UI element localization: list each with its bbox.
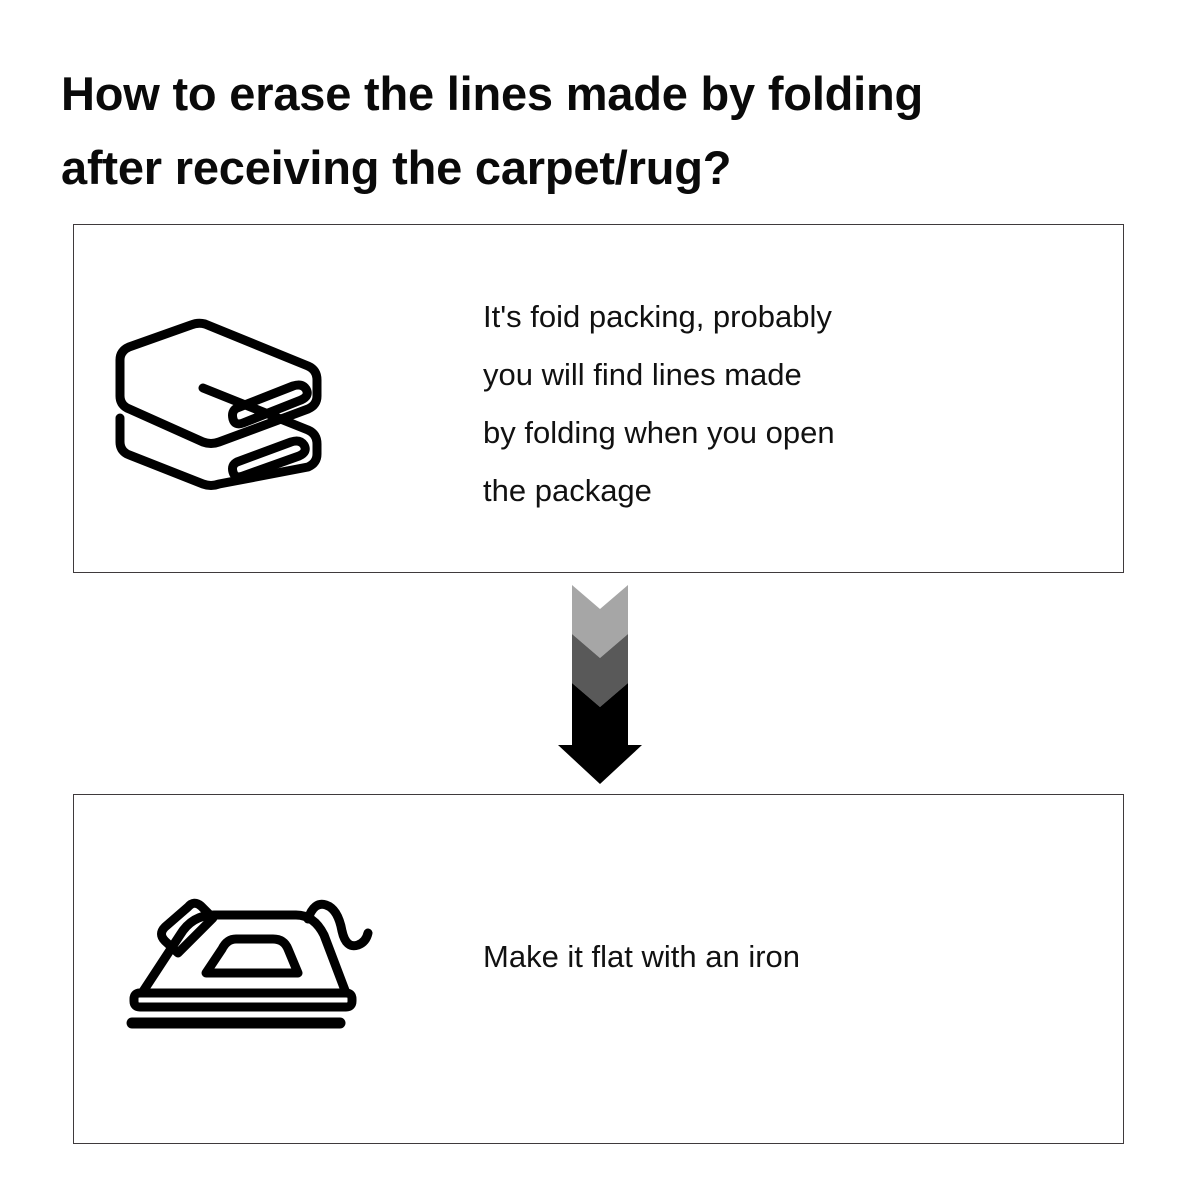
page-title: How to erase the lines made by folding a…	[61, 67, 924, 194]
step-1-description: It's foid packing, probably you will fin…	[483, 299, 835, 508]
step-1-panel	[73, 224, 1124, 573]
arrow-chevron-light	[572, 585, 628, 658]
step-2-description: Make it flat with an iron	[483, 939, 801, 974]
arrow-head-dark	[558, 683, 642, 784]
arrow-chevron-mid	[572, 634, 628, 707]
clothes-iron-icon	[118, 893, 380, 1033]
folded-cloth-stack-icon	[115, 318, 343, 490]
downward-flow-arrow	[552, 578, 648, 788]
